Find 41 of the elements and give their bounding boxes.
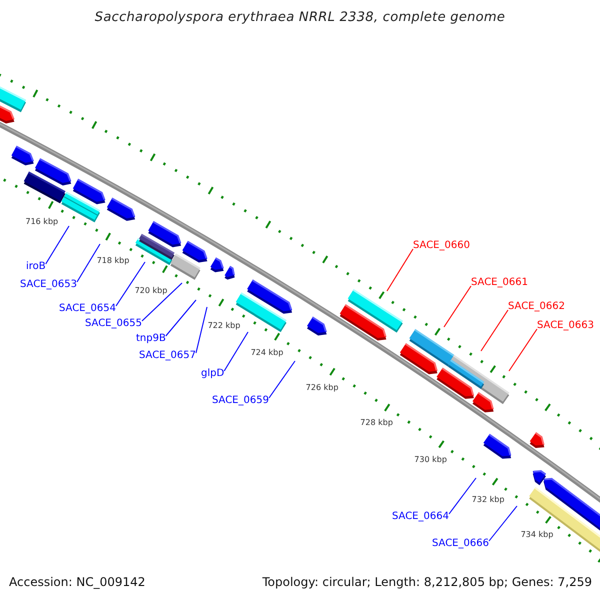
leader-line (45, 226, 70, 264)
scale-label: 726 kbp (306, 382, 338, 393)
scale-label: 734 kbp (520, 530, 554, 540)
leader-line (116, 262, 146, 306)
leader-line (142, 282, 182, 322)
gene-label: SACE_0661 (471, 277, 528, 289)
leader-line (268, 360, 296, 398)
scale-label: 724 kbp (250, 348, 284, 358)
gene-label: SACE_0659 (212, 395, 269, 407)
footer-text: Accession: NC_009142 (9, 575, 146, 589)
leader-line (386, 248, 414, 292)
gene-label: iroB (26, 261, 46, 273)
gene-label: tnp9B (136, 333, 166, 345)
leader-line (76, 244, 100, 282)
gene-label: SACE_0663 (537, 320, 594, 332)
scale-label: 722 kbp (208, 321, 240, 332)
leader-line (488, 506, 518, 542)
gene-label: SACE_0660 (413, 240, 470, 252)
scale-label: 716 kbp (26, 216, 58, 227)
leader-line (196, 306, 208, 354)
gene-label: glpD (201, 368, 224, 380)
gene-label: SACE_0655 (85, 318, 142, 330)
gene-label: SACE_0666 (432, 538, 489, 550)
scale-label: 732 kbp (472, 495, 504, 505)
leader-line (165, 300, 196, 336)
gene-label: SACE_0653 (20, 279, 77, 291)
leader-line (508, 328, 538, 372)
gene-label: SACE_0654 (59, 303, 116, 315)
leader-line (224, 332, 248, 372)
gene-label: SACE_0657 (139, 350, 196, 362)
leader-line (480, 310, 508, 352)
footer-text: Topology: circular; Length: 8,212,805 bp; Genes: 7,259 (262, 575, 592, 589)
scale-label: 718 kbp (96, 256, 130, 266)
leader-line (448, 478, 476, 514)
scale-label: 728 kbp (360, 418, 393, 428)
leader-line (444, 286, 472, 328)
gene-label: SACE_0662 (508, 301, 565, 313)
scale-label: 720 kbp (134, 286, 168, 296)
gene-label: SACE_0664 (392, 511, 449, 523)
scale-label: 730 kbp (414, 454, 447, 465)
diagram-title: Saccharopolyspora erythraea NRRL 2338, complete genome (94, 10, 506, 26)
